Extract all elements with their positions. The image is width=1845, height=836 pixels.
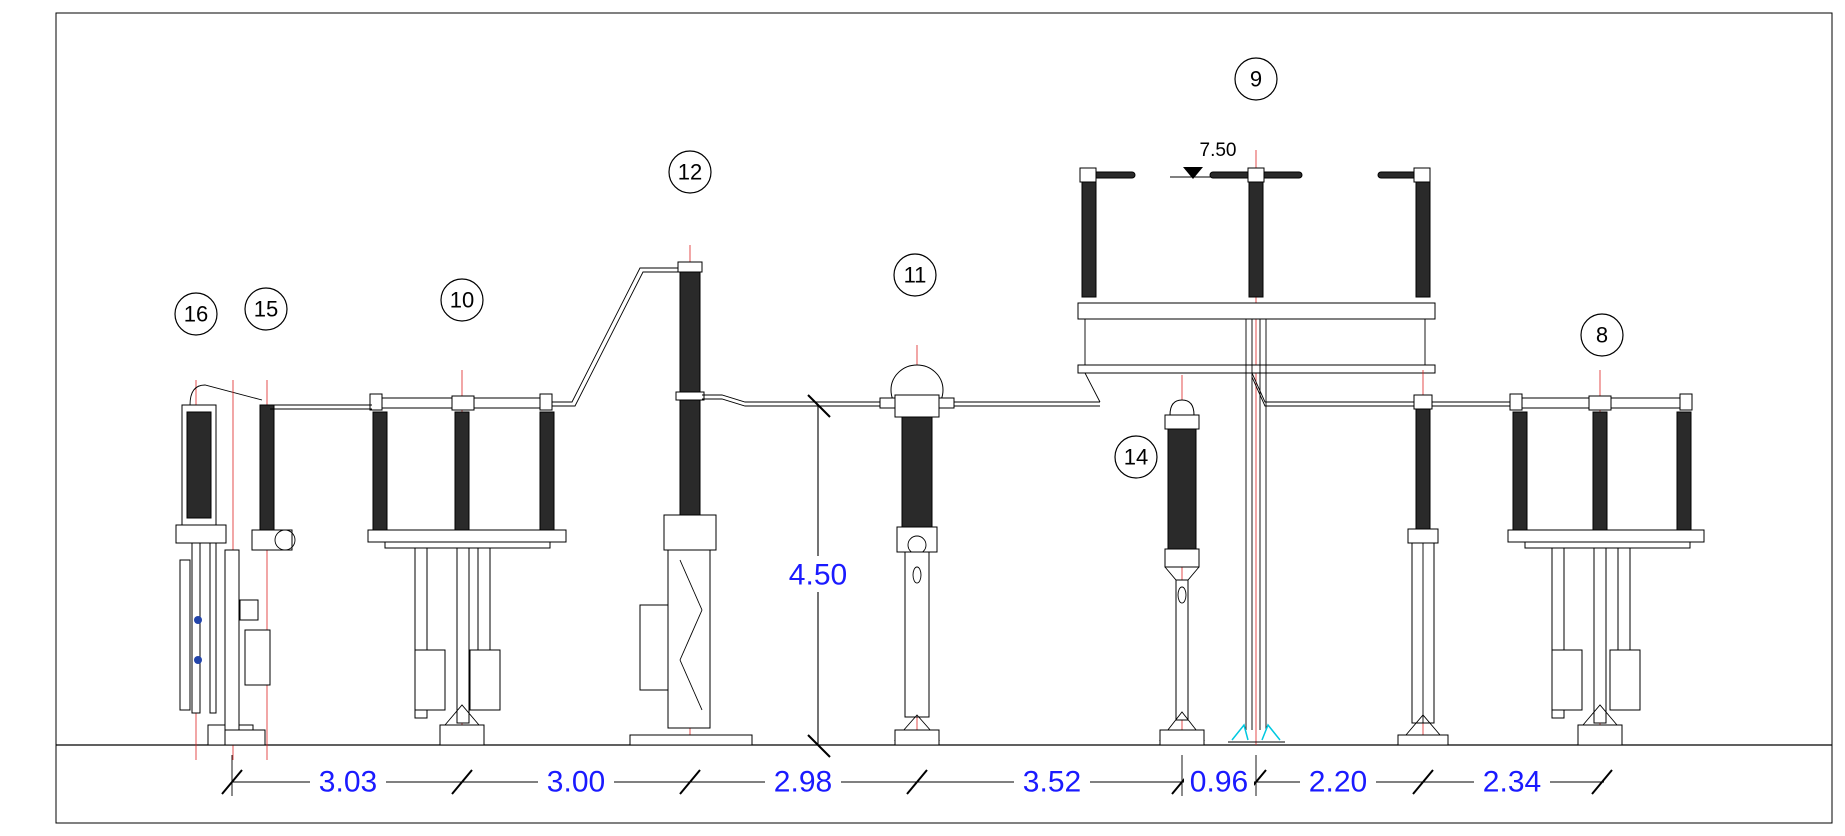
conductor-left <box>270 267 680 410</box>
item-label-9: 9 <box>1234 57 1278 101</box>
item-label-14-text: 14 <box>1124 445 1148 470</box>
disconnector-9 <box>1077 150 1436 745</box>
item-label-10-text: 10 <box>450 288 474 313</box>
dimension-value-1: 3.03 <box>319 766 377 799</box>
item-label-15: 15 <box>244 287 288 331</box>
item-label-8-text: 8 <box>1596 323 1608 348</box>
disconnector-10 <box>367 370 567 746</box>
dimension-value-4: 3.52 <box>1023 766 1081 799</box>
item-label-9-text: 9 <box>1250 67 1262 92</box>
item-label-11-text: 11 <box>904 263 927 288</box>
item-label-16-text: 16 <box>184 302 208 327</box>
dimension-value-5: 0.96 <box>1190 766 1248 799</box>
item-label-8: 8 <box>1580 313 1624 357</box>
dimension-value-7: 2.34 <box>1483 766 1541 799</box>
voltage-transformer-16 <box>175 380 263 760</box>
item-label-12: 12 <box>668 150 712 194</box>
drawing-frame <box>55 12 1833 824</box>
disconnector-8 <box>1507 370 1705 746</box>
item-label-16: 16 <box>174 292 218 336</box>
horizontal-dimension-chain: 3.03 3.00 2.98 3.52 0.96 2.20 2.34 <box>221 755 1613 800</box>
level-annotation: 7.50 <box>1200 140 1237 161</box>
item-label-15-text: 15 <box>254 297 278 322</box>
item-label-11: 11 <box>893 253 937 297</box>
surge-arrester-15 <box>224 380 296 760</box>
post-insulator-14 <box>1159 375 1205 746</box>
vertical-dimension-value: 4.50 <box>789 559 847 592</box>
current-transformer-11 <box>879 345 955 746</box>
item-label-12-text: 12 <box>678 160 702 185</box>
item-label-10: 10 <box>440 278 484 322</box>
support-column-right <box>1397 370 1512 746</box>
instrument-transformer-12 <box>629 245 1100 746</box>
vertical-dimension: 4.50 <box>788 394 848 758</box>
dimension-value-3: 2.98 <box>774 766 832 799</box>
dimension-value-6: 2.20 <box>1309 766 1367 799</box>
item-label-14: 14 <box>1114 435 1158 479</box>
dimension-value-2: 3.00 <box>547 766 605 799</box>
